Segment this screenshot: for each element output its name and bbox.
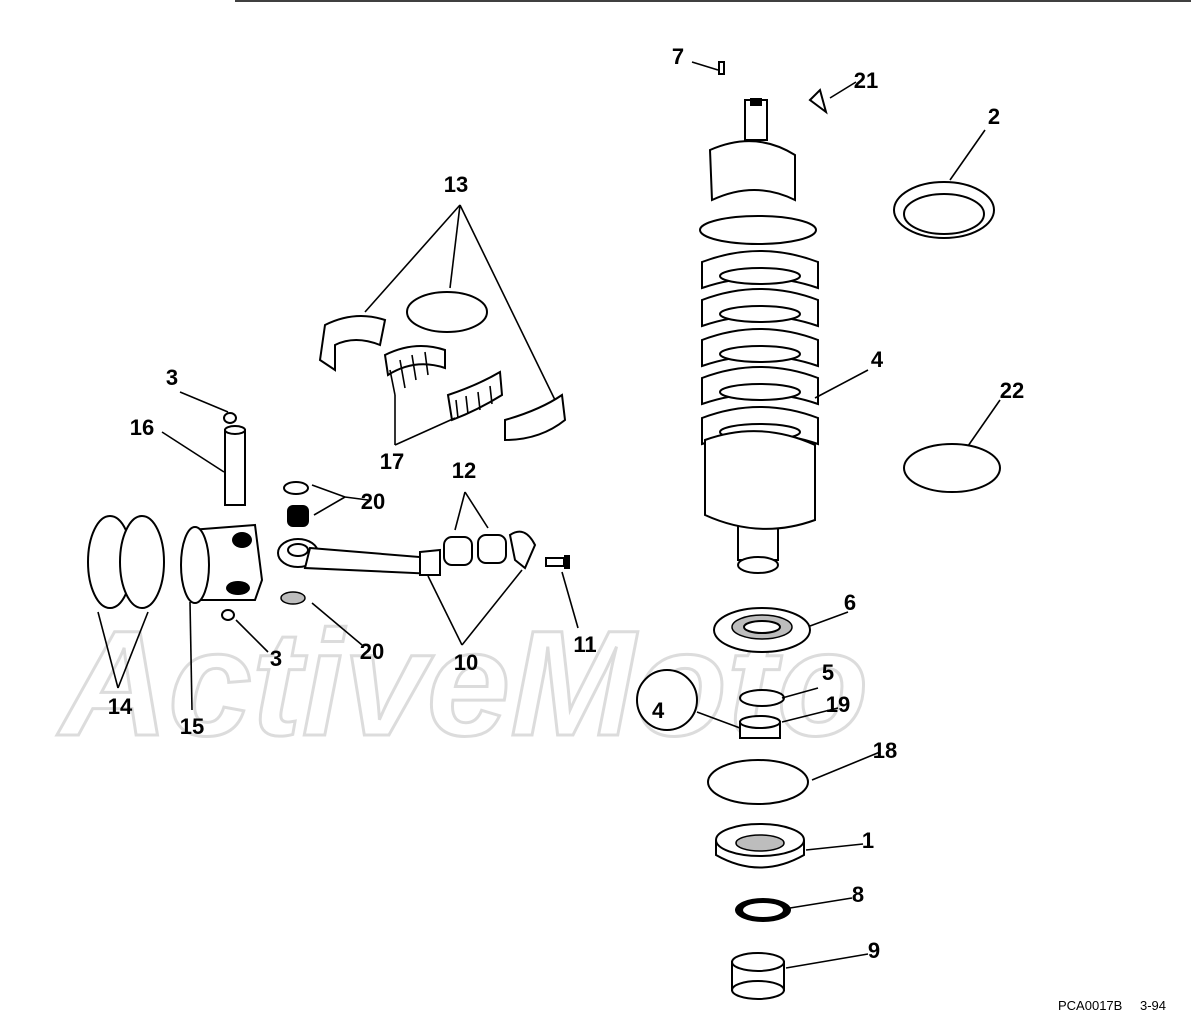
leader-line	[189, 601, 193, 711]
needle-cage-12b	[477, 534, 507, 564]
oil-seal-8	[735, 898, 791, 922]
part-label-p6: 6	[844, 590, 856, 615]
bearing-housing-1	[715, 823, 805, 869]
leader-line	[311, 602, 363, 646]
leader-line	[394, 417, 456, 446]
leader-line	[313, 496, 346, 516]
retaining-ring-5	[739, 689, 785, 707]
leader-line	[967, 399, 1001, 447]
part-label-p5: 5	[822, 660, 834, 685]
part-label-p8: 8	[852, 882, 864, 907]
part-label-p14: 14	[108, 694, 133, 719]
connecting-rod-10	[277, 530, 537, 576]
piston-ring-14b	[119, 515, 165, 609]
leader-line	[97, 611, 119, 689]
washer-20b	[280, 591, 306, 605]
leader-line	[805, 843, 864, 851]
needle-cage-12a	[443, 536, 473, 566]
crank-journal	[719, 305, 801, 323]
part-label-p10: 10	[454, 650, 478, 675]
part-label-p13: 13	[444, 172, 468, 197]
piston-15	[180, 523, 264, 604]
drawing-date: 3-94	[1140, 998, 1166, 1013]
needle-cage-17a	[383, 345, 446, 396]
needle-cage-17b	[446, 370, 504, 422]
leader-line	[811, 751, 881, 781]
leader-line	[344, 496, 369, 501]
part-label-p18: 18	[873, 738, 897, 763]
leader-line	[561, 571, 579, 629]
leader-line	[781, 687, 819, 699]
woodruff-key	[808, 88, 828, 115]
leader-line	[459, 204, 556, 401]
seal-19	[739, 715, 781, 739]
leader-line	[454, 491, 466, 531]
washer-20a	[283, 481, 309, 495]
leader-line	[161, 431, 225, 473]
piston-clip-3b	[221, 609, 235, 621]
part-label-p4: 4	[871, 347, 884, 372]
part-label-p19: 19	[826, 692, 850, 717]
part-label-p11: 11	[573, 632, 596, 657]
leader-line	[179, 391, 229, 413]
leader-line	[364, 204, 461, 313]
part-label-p20a: 20	[361, 489, 385, 514]
o-ring-22	[903, 443, 1001, 493]
part-label-p9: 9	[868, 938, 880, 963]
part-label-p21: 21	[854, 68, 878, 93]
drawing-code: PCA0017B	[1058, 998, 1122, 1013]
part-label-p3b: 3	[270, 646, 282, 671]
leader-line	[461, 569, 523, 646]
key-pin	[718, 61, 725, 75]
part-label-p22: 22	[1000, 378, 1024, 403]
piston-pin-16	[224, 425, 246, 506]
part-label-p12: 12	[452, 458, 476, 483]
o-ring-18	[707, 759, 809, 805]
bearing-ring-13	[406, 291, 488, 333]
part-label-p20b: 20	[360, 639, 384, 664]
leader-line	[311, 484, 346, 498]
leader-line	[785, 953, 869, 969]
crank-journal	[719, 345, 801, 363]
svg-text:4: 4	[652, 698, 665, 723]
leader-line	[449, 204, 461, 289]
bearing-shell-13b	[504, 393, 567, 442]
crank-journal	[719, 267, 801, 285]
leader-line	[829, 81, 857, 99]
part-label-p2: 2	[988, 104, 1000, 129]
part-label-p17: 17	[380, 449, 404, 474]
part-label-p7: 7	[672, 44, 684, 69]
part-label-p16: 16	[130, 415, 154, 440]
rod-bolt-11	[545, 555, 570, 569]
crank-journal	[719, 383, 801, 401]
leader-line	[814, 369, 869, 399]
seal-ring-2	[893, 181, 995, 239]
needle-bearing-20a	[287, 505, 309, 527]
bearing-shell-13a	[318, 315, 387, 372]
leader-line	[235, 619, 269, 653]
sleeve-9	[731, 952, 785, 1000]
leader-line	[427, 575, 463, 646]
ball-bearing-6	[713, 607, 811, 653]
leader-line	[789, 897, 853, 909]
part-label-p1: 1	[862, 828, 874, 853]
leader-line	[781, 707, 839, 723]
leader-line	[117, 611, 149, 689]
leader-line	[949, 129, 986, 181]
sealant-symbol: 4	[636, 669, 698, 731]
piston-clip-3a	[223, 412, 237, 424]
leader-lines	[97, 61, 1001, 969]
leader-line	[809, 611, 849, 627]
crankshaft-drawing	[699, 98, 819, 574]
part-label-p3a: 3	[166, 365, 178, 390]
leader-line	[691, 61, 719, 71]
part-label-p15: 15	[180, 714, 204, 739]
leader-line	[464, 491, 489, 529]
